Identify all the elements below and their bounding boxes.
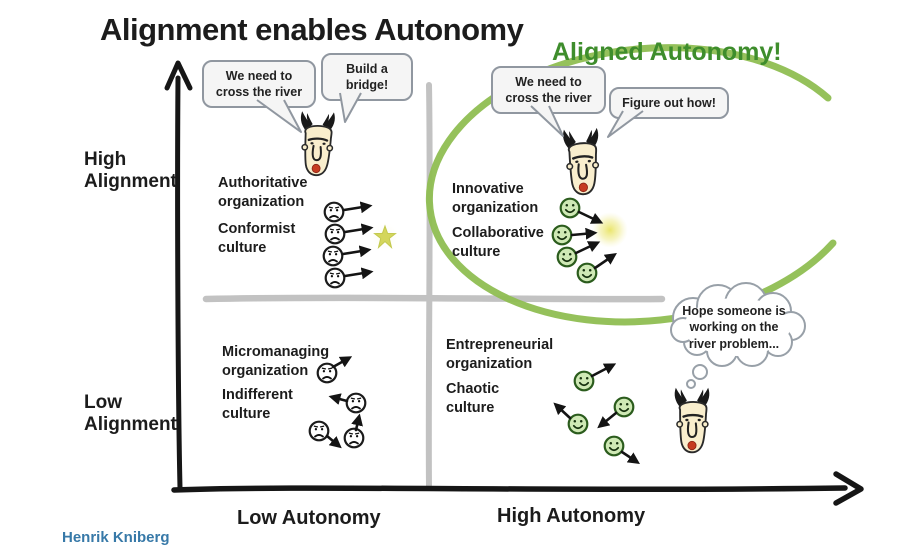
y-axis-arrowhead — [164, 60, 193, 91]
boss-character-icon — [297, 110, 337, 177]
aligned-autonomy-annotation: Aligned Autonomy! — [552, 38, 782, 66]
speech-bubble-we-need-to-cross-the-river: We need to cross the river — [202, 60, 316, 108]
x-axis-label-high-autonomy: High Autonomy — [497, 505, 646, 527]
author-signature: Henrik Kniberg — [62, 529, 170, 546]
quadrant-top-left-culture: Conformist culture — [218, 221, 296, 257]
speech-bubble-build-a-bridge: Build a bridge! — [321, 53, 413, 101]
speech-bubble-we-need-to-cross-the-river: We need to cross the river — [491, 66, 606, 114]
thought-bubble-text: Hope someone is working on the river pro… — [682, 304, 786, 351]
chaotic-faces — [553, 363, 640, 464]
page-title: Alignment enables Autonomy — [100, 12, 524, 47]
quadrant-top-right-culture: Collaborative culture — [452, 225, 544, 261]
speech-bubble-figure-out-how: Figure out how! — [609, 87, 729, 119]
quadrant-bottom-left-culture: Indifferent culture — [222, 387, 293, 423]
quadrant-bottom-left-organization: Micromanaging organization — [222, 344, 330, 380]
y-axis-label-high-alignment: High Alignment — [84, 149, 177, 193]
boss-character-icon — [673, 386, 711, 454]
x-axis — [171, 471, 864, 506]
x-axis-label-low-autonomy: Low Autonomy — [237, 507, 381, 529]
quadrant-top-left-organization: Authoritative organization — [218, 175, 308, 211]
boss-character-icon — [561, 126, 603, 197]
star-icon — [373, 224, 397, 249]
glow-icon — [369, 221, 401, 253]
conformist-faces — [322, 201, 374, 289]
quadrant-top-right-organization: Innovative organization — [452, 181, 539, 217]
x-axis-arrowhead — [833, 471, 864, 506]
y-axis-label-low-alignment: Low Alignment — [84, 392, 177, 436]
collaborative-faces — [551, 197, 617, 284]
quadrant-bottom-right-organization: Entrepreneurial organization — [446, 337, 554, 373]
quadrant-grid — [202, 82, 666, 490]
glow-icon — [592, 212, 628, 248]
quadrant-bottom-right-culture: Chaotic culture — [446, 381, 500, 417]
